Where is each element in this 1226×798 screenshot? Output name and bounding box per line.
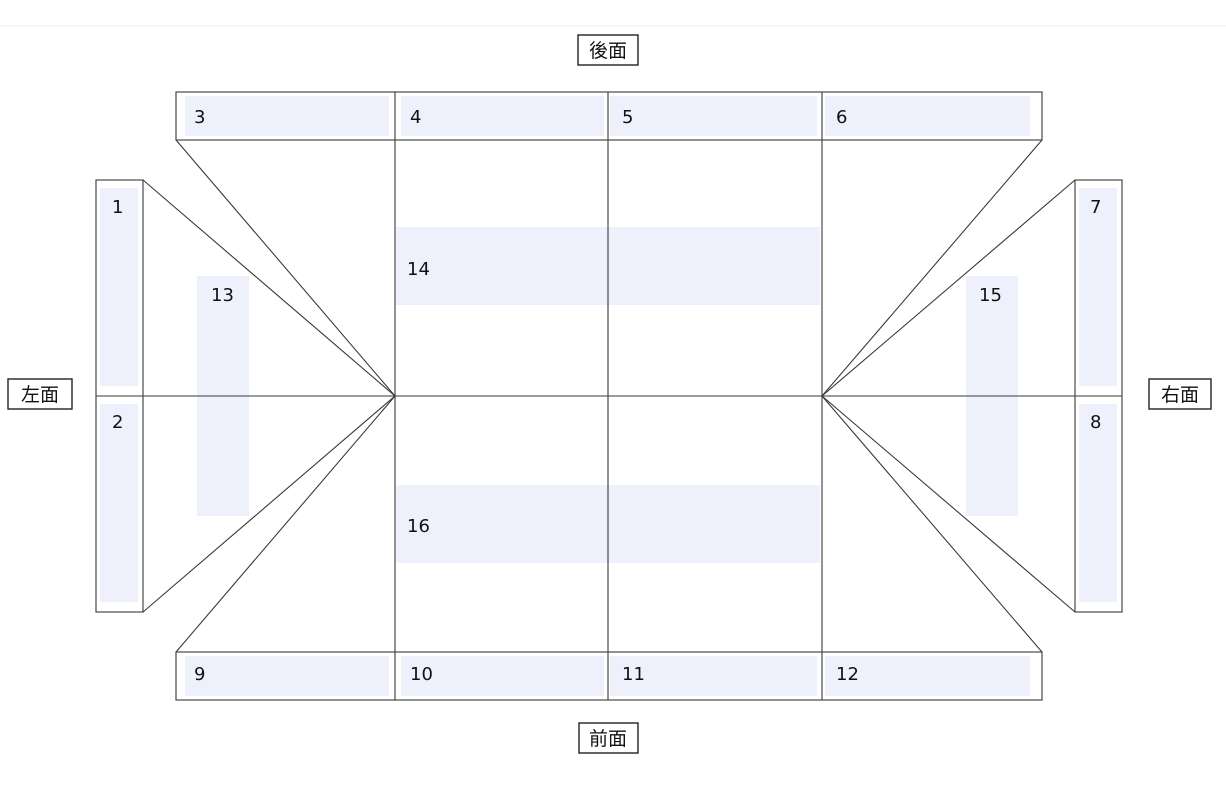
diag-right-upper-corner <box>821 179 1076 397</box>
region-11-label: 11 <box>622 664 645 685</box>
region-12-fill[interactable] <box>825 656 1030 696</box>
diag-left-lower-corner <box>142 395 396 613</box>
region-4-fill[interactable] <box>401 96 604 136</box>
region-1-fill[interactable] <box>100 188 138 386</box>
region-8-label: 8 <box>1090 412 1101 433</box>
back-strip <box>175 91 1043 141</box>
region-6-fill[interactable] <box>825 96 1030 136</box>
back-label-box <box>577 34 639 66</box>
region-3-label: 3 <box>194 107 205 128</box>
region-fills <box>100 96 1117 696</box>
region-8-fill[interactable] <box>1079 404 1117 602</box>
region-9-fill[interactable] <box>185 656 389 696</box>
region-2-fill[interactable] <box>100 404 138 602</box>
diagram-lines <box>95 91 1123 701</box>
region-6-label: 6 <box>836 107 847 128</box>
region-9-label: 9 <box>194 664 205 685</box>
region-10-fill[interactable] <box>401 656 604 696</box>
right-label-box <box>1148 378 1212 410</box>
region-numbers: 1 2 3 4 5 6 7 8 9 10 11 12 13 14 15 16 <box>112 107 1101 685</box>
region-7-label: 7 <box>1090 197 1101 218</box>
right-label: 右面 <box>1161 384 1199 406</box>
region-12-label: 12 <box>836 664 859 685</box>
left-label-box <box>7 378 73 410</box>
region-1-label: 1 <box>112 197 123 218</box>
diag-left-upper-corner <box>142 179 396 397</box>
region-14-label: 14 <box>407 259 430 280</box>
region-3-fill[interactable] <box>185 96 389 136</box>
region-5-fill[interactable] <box>610 96 817 136</box>
side-labels: 後面 前面 左面 右面 <box>7 34 1212 754</box>
region-2-label: 2 <box>112 412 123 433</box>
diag-left-back-corner <box>175 139 396 397</box>
back-label: 後面 <box>589 40 627 62</box>
region-10-label: 10 <box>410 664 433 685</box>
region-13-label: 13 <box>211 285 234 306</box>
region-5-label: 5 <box>622 107 633 128</box>
front-label: 前面 <box>589 728 627 750</box>
region-11-fill[interactable] <box>610 656 817 696</box>
diag-right-front-corner <box>821 395 1043 653</box>
region-4-label: 4 <box>410 107 421 128</box>
front-strip <box>175 651 1043 701</box>
left-label: 左面 <box>21 384 59 406</box>
diag-left-front-corner <box>175 395 396 653</box>
diag-right-lower-corner <box>821 395 1076 613</box>
front-label-box <box>578 722 639 754</box>
region-7-fill[interactable] <box>1079 188 1117 386</box>
region-16-label: 16 <box>407 516 430 537</box>
diag-right-back-corner <box>821 139 1043 397</box>
region-15-label: 15 <box>979 285 1002 306</box>
